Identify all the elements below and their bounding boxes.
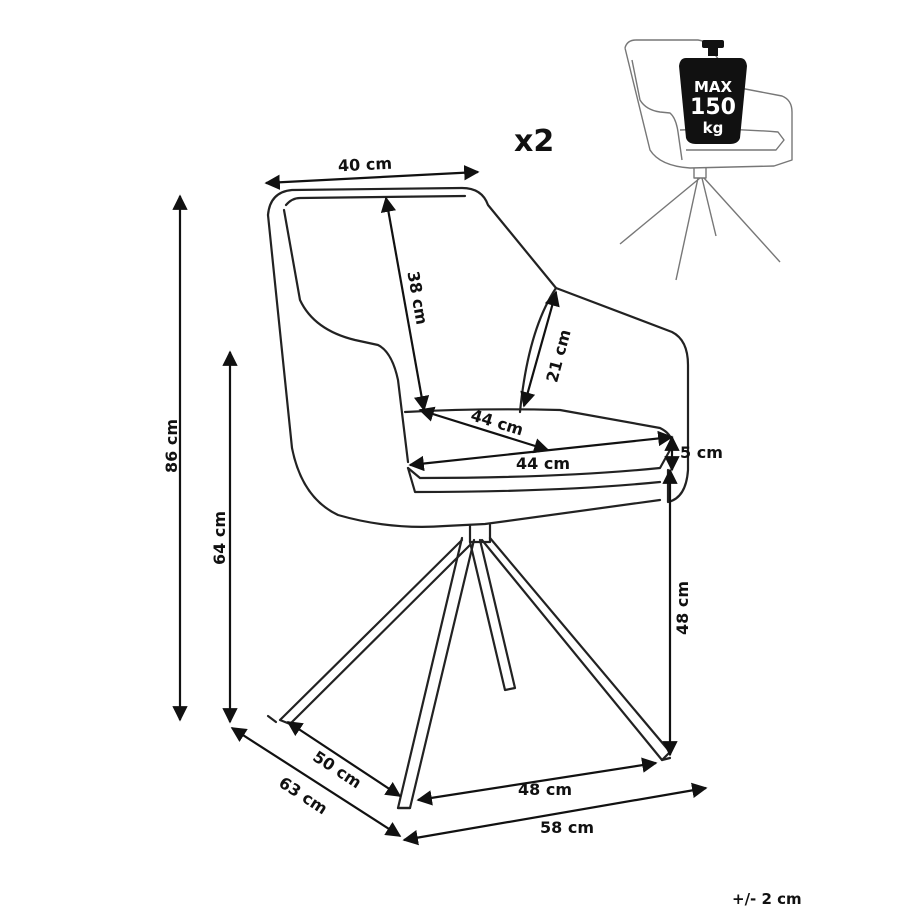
label-top-width: 40 cm [337,153,393,176]
tolerance-note: +/- 2 cm [732,890,802,908]
label-armrest-floor-height: 64 cm [210,511,229,565]
backrest-inner [282,208,410,464]
max-load-unit: kg [702,119,724,137]
label-seat-thickness: 5 cm [680,443,723,462]
max-load-weight-icon [679,40,747,144]
chair-drawing [266,186,690,810]
reference-chair [619,39,793,281]
max-load-value: 150 [690,95,736,120]
leg-back-left-2 [278,538,472,726]
leg-back-left [468,538,517,692]
label-total-height: 86 cm [162,419,181,473]
quantity-multiplier: x2 [514,124,555,159]
dim-total-width [402,782,708,846]
label-total-width: 58 cm [540,818,594,837]
dim-total-depth [230,727,402,837]
label-seat-floor-height: 48 cm [673,581,692,635]
dimension-lines [172,165,708,846]
max-load-label: MAX [693,78,733,96]
backrest-side [266,213,662,528]
label-seat-width: 44 cm [516,454,570,473]
dim-top-width [264,165,480,190]
leg-front-right [480,536,672,762]
label-base-width: 48 cm [518,780,572,799]
dim-seat-width [408,430,674,472]
backrest-outline [266,186,690,504]
dim-armrest-height [520,290,560,408]
dim-back-height [380,196,430,412]
